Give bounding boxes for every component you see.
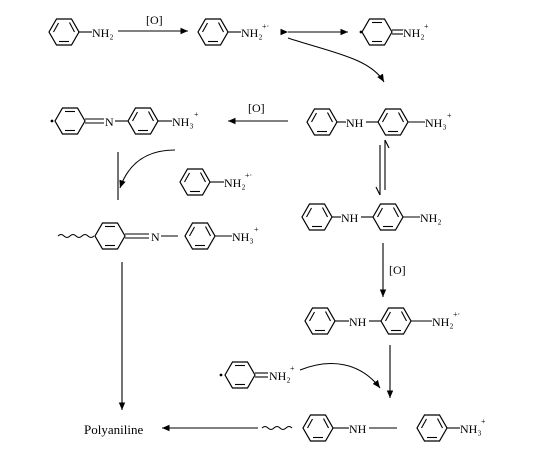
coupling-arrow-2 bbox=[299, 363, 381, 389]
oligomer-nh3-mark: + bbox=[481, 417, 486, 426]
dimer-radical-mark: +· bbox=[453, 310, 460, 319]
imine-n-label: N bbox=[105, 115, 114, 129]
neutral-dimer: NH NH₂ bbox=[301, 203, 442, 231]
attack-curved-arrow bbox=[119, 149, 176, 189]
trimer-nh3-mark: + bbox=[254, 225, 259, 234]
trimer-wavy-bond bbox=[57, 234, 95, 238]
aniline: NH₂ bbox=[48, 18, 114, 46]
quinoid-imine-dimer: N NH₃ + bbox=[50, 107, 199, 135]
attack-mark: +· bbox=[245, 171, 252, 180]
quinoid-mark: + bbox=[424, 22, 429, 31]
quinoid-reactant-nh2-label: NH₂ bbox=[269, 369, 291, 383]
oligomer-nh3-label: NH₃ bbox=[460, 422, 482, 436]
oxidant-label-1: [O] bbox=[146, 13, 163, 27]
radical-dot-2 bbox=[50, 119, 54, 123]
dimer-nh-label: NH bbox=[346, 116, 364, 130]
trimer-nh3-label: NH₃ bbox=[232, 230, 254, 244]
oligomer: NH NH₃ + bbox=[261, 414, 486, 442]
dimer-nh3-mark: + bbox=[447, 111, 452, 120]
oxidant-label-2: [O] bbox=[248, 101, 265, 115]
dimer-cation-radical: NH NH₂ +· bbox=[304, 307, 460, 335]
aniline-cation-radical: NH₂ +· bbox=[197, 18, 269, 46]
trimer: N NH₃ + bbox=[57, 222, 259, 250]
cation-radical-nh2-label: NH₂ bbox=[241, 26, 263, 40]
aniline-cation-radical-2: NH₂ +· bbox=[179, 168, 252, 196]
cation-radical-mark: +· bbox=[262, 22, 269, 31]
trimer-n-label: N bbox=[151, 230, 160, 244]
polyaniline-label: Polyaniline bbox=[84, 422, 143, 437]
quinoid-reactant: NH₂ + bbox=[219, 361, 295, 389]
attack-nh2-label: NH₂ bbox=[224, 176, 246, 190]
chain-wavy-bond bbox=[261, 426, 293, 430]
dimer-radical-nh-label: NH bbox=[349, 315, 367, 329]
dimer-cation: NH NH₃ + bbox=[306, 108, 452, 136]
oxidant-label-3: [O] bbox=[389, 263, 406, 277]
radical-dot-3 bbox=[219, 373, 223, 377]
quinoid-nh2-label: NH₂ bbox=[403, 26, 425, 40]
imine-nh3-label: NH₃ bbox=[172, 115, 194, 129]
dimer-nh3-label: NH₃ bbox=[425, 116, 447, 130]
quinoid-reactant-mark: + bbox=[290, 364, 295, 373]
neutral-dimer-nh2-label: NH₂ bbox=[420, 211, 442, 225]
neutral-dimer-nh-label: NH bbox=[341, 211, 359, 225]
oligomer-nh-label: NH bbox=[349, 422, 367, 436]
dimer-radical-nh2-label: NH₂ bbox=[432, 315, 454, 329]
coupling-arrow bbox=[287, 37, 385, 83]
aniline-nh2-label: NH₂ bbox=[92, 26, 114, 40]
radical-dot bbox=[359, 30, 363, 34]
quinoid-resonance-form: NH₂ + bbox=[359, 18, 429, 46]
imine-nh3-mark: + bbox=[194, 110, 199, 119]
